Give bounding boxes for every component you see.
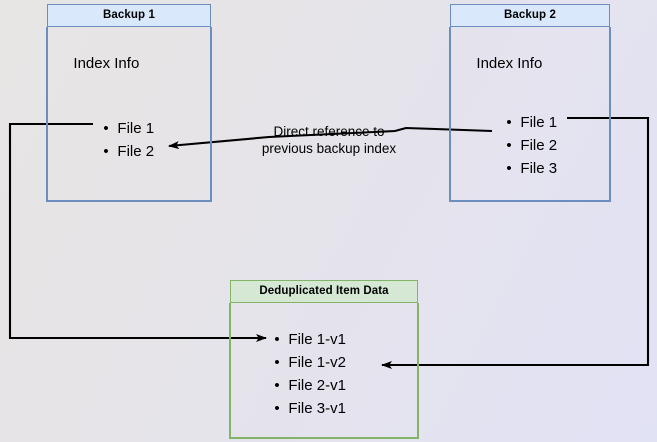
- connector-backup2-to-dedup: [381, 116, 650, 369]
- direct-reference-annotation: Direct reference to previous backup inde…: [249, 123, 409, 157]
- direct-reference-line-2: previous backup index: [261, 141, 397, 156]
- backup-2-header: Backup 2: [451, 5, 609, 27]
- deduplicated-item-data-body: File 1-v1 File 1-v2 File 2-v1 File 3-v1: [229, 303, 419, 439]
- list-item: File 3: [506, 157, 557, 180]
- connector-backup1-to-dedup: [8, 122, 267, 342]
- backup-1-header: Backup 1: [48, 5, 210, 27]
- backup-1-index-info-label: Index Info: [73, 55, 140, 72]
- list-item: File 2: [506, 134, 557, 157]
- list-item: File 1: [103, 117, 154, 140]
- backup-2-box[interactable]: Backup 2 Index Info File 1 File 2 File 3: [449, 4, 611, 202]
- deduplicated-item-data-box[interactable]: Deduplicated Item Data File 1-v1 File 1-…: [229, 280, 419, 439]
- list-item: File 1: [506, 111, 557, 134]
- backup-2-body: Index Info File 1 File 2 File 3: [449, 27, 611, 202]
- list-item: File 3-v1: [274, 397, 346, 420]
- backup-2-file-list: File 1 File 2 File 3: [492, 111, 557, 180]
- list-item: File 1-v1: [274, 328, 346, 351]
- backup-1-box[interactable]: Backup 1 Index Info File 1 File 2: [46, 4, 212, 202]
- direct-reference-line-1: Direct reference to: [273, 124, 385, 139]
- backup-1-file-list: File 1 File 2: [89, 117, 154, 163]
- list-item: File 1-v2: [274, 351, 346, 374]
- connector-backup2-to-backup1: [168, 126, 493, 150]
- backup-1-body: Index Info File 1 File 2: [46, 27, 212, 202]
- backup-2-index-info-label: Index Info: [476, 55, 543, 72]
- deduplicated-item-data-header: Deduplicated Item Data: [231, 281, 417, 303]
- list-item: File 2: [103, 140, 154, 163]
- list-item: File 2-v1: [274, 374, 346, 397]
- deduplicated-file-list: File 1-v1 File 1-v2 File 2-v1 File 3-v1: [260, 328, 346, 420]
